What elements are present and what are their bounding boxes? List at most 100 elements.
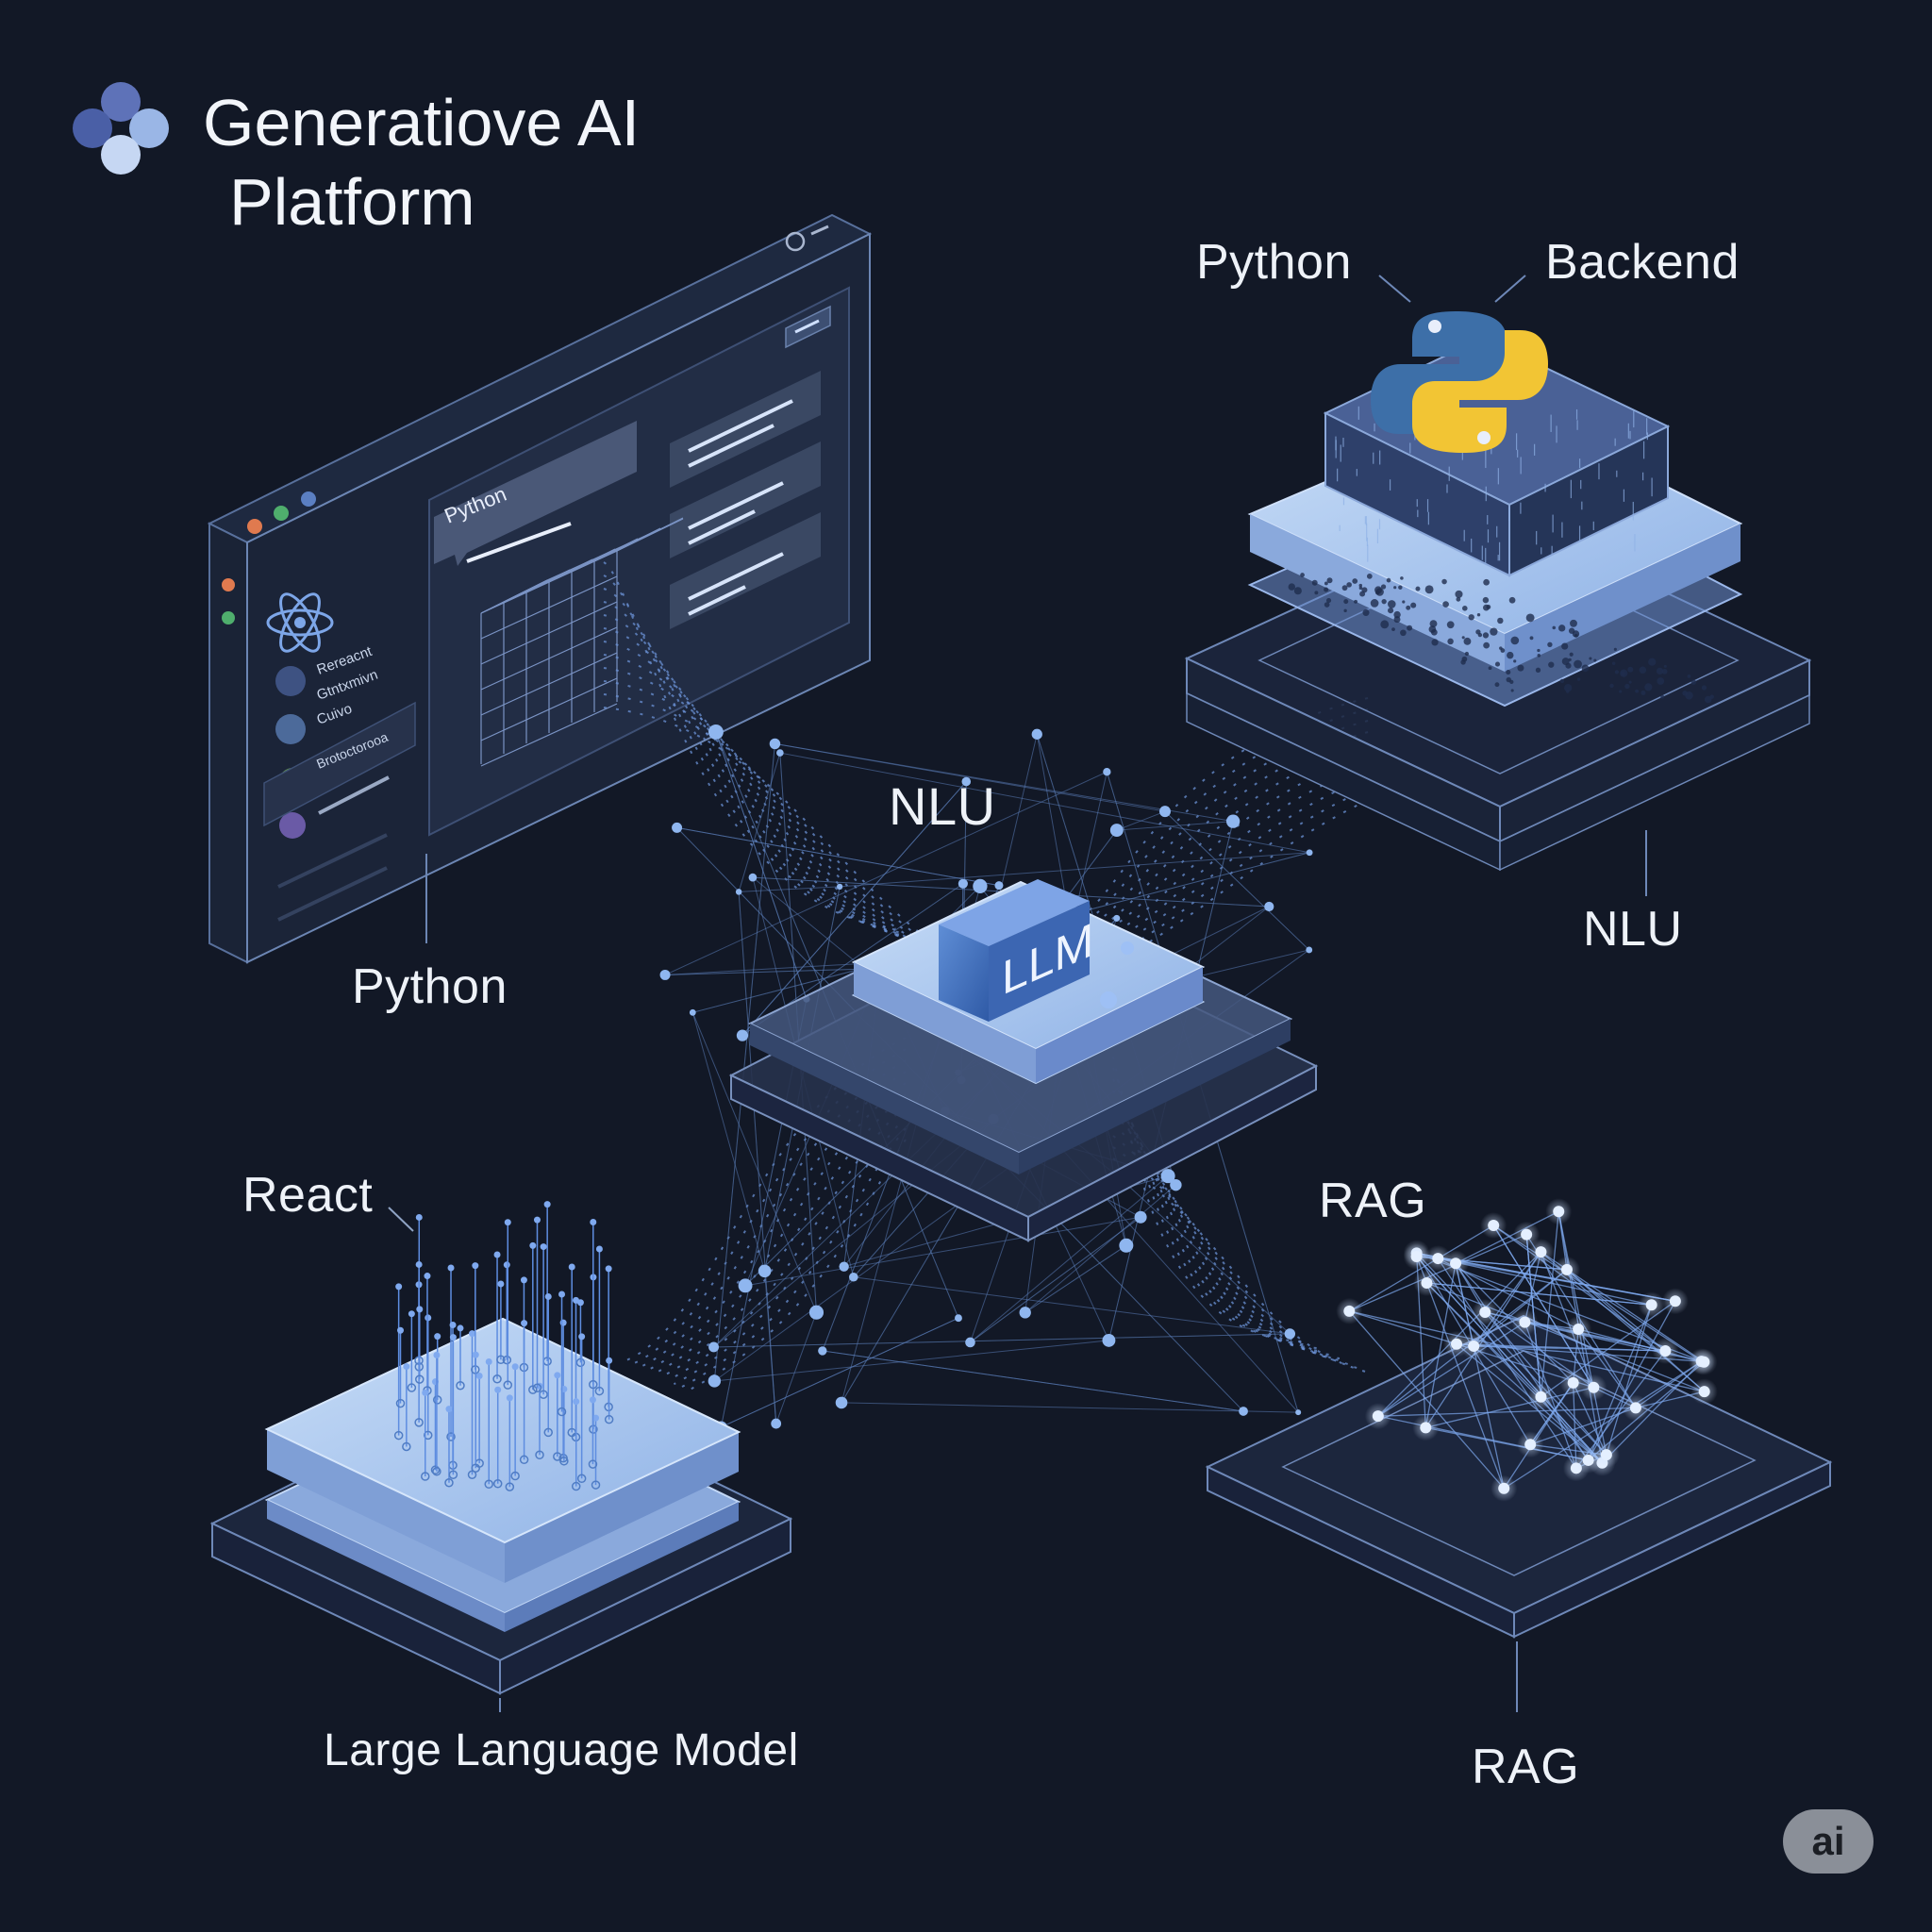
speckle: [1398, 585, 1403, 590]
web-node: [1103, 768, 1111, 776]
speckle: [1311, 579, 1318, 586]
web-edge: [738, 752, 781, 892]
speckle: [1354, 599, 1358, 604]
web-edge: [691, 1012, 817, 1313]
speckle: [1570, 619, 1577, 627]
speckle: [1456, 596, 1461, 602]
graph-edge: [1455, 1262, 1590, 1461]
speckle: [1589, 657, 1592, 660]
speckle: [1381, 599, 1387, 605]
speckle: [1358, 583, 1363, 588]
pin-head: [445, 1406, 453, 1413]
window-control-icon[interactable]: [785, 225, 829, 252]
web-edge: [774, 742, 1234, 823]
pin-head: [606, 1357, 613, 1364]
speckle: [1566, 690, 1570, 693]
speckle: [1704, 695, 1712, 704]
graph-node: [1432, 1253, 1444, 1265]
label-react: React: [242, 1168, 374, 1223]
graph-edge: [1416, 1252, 1607, 1456]
speckle: [1593, 658, 1597, 662]
speckle: [1547, 641, 1553, 647]
graph-edge: [1438, 1257, 1652, 1306]
pin-base: [432, 1467, 441, 1476]
web-node: [958, 878, 968, 889]
pin-head: [520, 1276, 527, 1284]
speckle: [1300, 573, 1305, 577]
web-edge: [1116, 810, 1166, 831]
pin-base: [528, 1385, 538, 1394]
graph-node: [1659, 1344, 1672, 1357]
speckle: [1508, 596, 1516, 604]
speckle: [1429, 620, 1438, 628]
graph-node: [1468, 1340, 1480, 1352]
web-edge: [970, 1175, 1169, 1343]
fibre-line: [1112, 1135, 1354, 1367]
ai-badge[interactable]: ai: [1783, 1809, 1874, 1874]
pin-base: [467, 1470, 477, 1479]
speckle: [1455, 590, 1463, 598]
web-node: [1019, 1307, 1031, 1319]
web-node: [1113, 914, 1121, 922]
speckle: [1564, 684, 1573, 692]
web-node: [708, 1341, 720, 1353]
pin-head: [449, 1322, 457, 1329]
speckle: [1406, 605, 1411, 610]
pin-head: [590, 1219, 597, 1226]
web-node: [1102, 1333, 1116, 1347]
graph-node: [1567, 1376, 1579, 1389]
web-node: [1284, 1328, 1296, 1340]
speckle: [1402, 600, 1406, 604]
speckle: [1391, 627, 1395, 632]
web-edge: [841, 1402, 1299, 1413]
speckle: [1568, 627, 1575, 634]
speckle: [1407, 625, 1413, 631]
speckle: [1685, 691, 1693, 700]
backend-stack: [1184, 275, 1812, 896]
pin-base: [432, 1395, 442, 1405]
pin-head: [434, 1333, 441, 1341]
graph-node: [1420, 1422, 1432, 1434]
pin-base: [430, 1465, 441, 1474]
pin-base: [414, 1418, 424, 1427]
web-edge: [1122, 1180, 1291, 1335]
graph-edge: [1456, 1343, 1666, 1352]
speckle: [1506, 670, 1511, 675]
speckle: [1557, 625, 1566, 632]
chat-input[interactable]: [434, 421, 637, 566]
graph-node: [1488, 1220, 1500, 1232]
pin-head: [403, 1363, 410, 1371]
graph-edge: [1577, 1328, 1637, 1408]
label-python-top: Python: [1196, 235, 1352, 290]
speckle: [1352, 578, 1358, 584]
pin-base: [553, 1452, 562, 1461]
speckle: [1400, 629, 1407, 637]
app-window: Python Rereacnt Gtntxmivn Cuivo Brotocto…: [207, 213, 873, 964]
speckle: [1483, 604, 1490, 611]
sidebar-item-selected[interactable]: [263, 701, 416, 827]
speckle: [1537, 648, 1541, 653]
web-edge: [970, 1216, 1141, 1343]
web-node: [973, 878, 988, 894]
graph-edge: [1377, 1415, 1589, 1461]
web-node: [1239, 1407, 1248, 1416]
graph-edge: [1349, 1310, 1457, 1345]
graph-edge: [1566, 1269, 1666, 1352]
pin-head: [573, 1398, 580, 1406]
web-node: [758, 1264, 772, 1278]
speckle: [1525, 613, 1535, 623]
speckle: [1366, 573, 1373, 579]
speckle: [1548, 661, 1555, 668]
speckle: [1374, 590, 1380, 595]
web-edge: [853, 1276, 1291, 1335]
speckle: [1324, 581, 1328, 586]
pin-head: [543, 1201, 551, 1208]
fibre-line: [1112, 1112, 1341, 1359]
avatar: [275, 666, 306, 696]
web-node: [1134, 1210, 1147, 1224]
fibre-line: [1112, 1078, 1320, 1350]
avatar: [279, 812, 306, 839]
grid-line: [480, 677, 618, 741]
fibre-line: [1112, 754, 1369, 935]
pin-base: [393, 1430, 404, 1441]
